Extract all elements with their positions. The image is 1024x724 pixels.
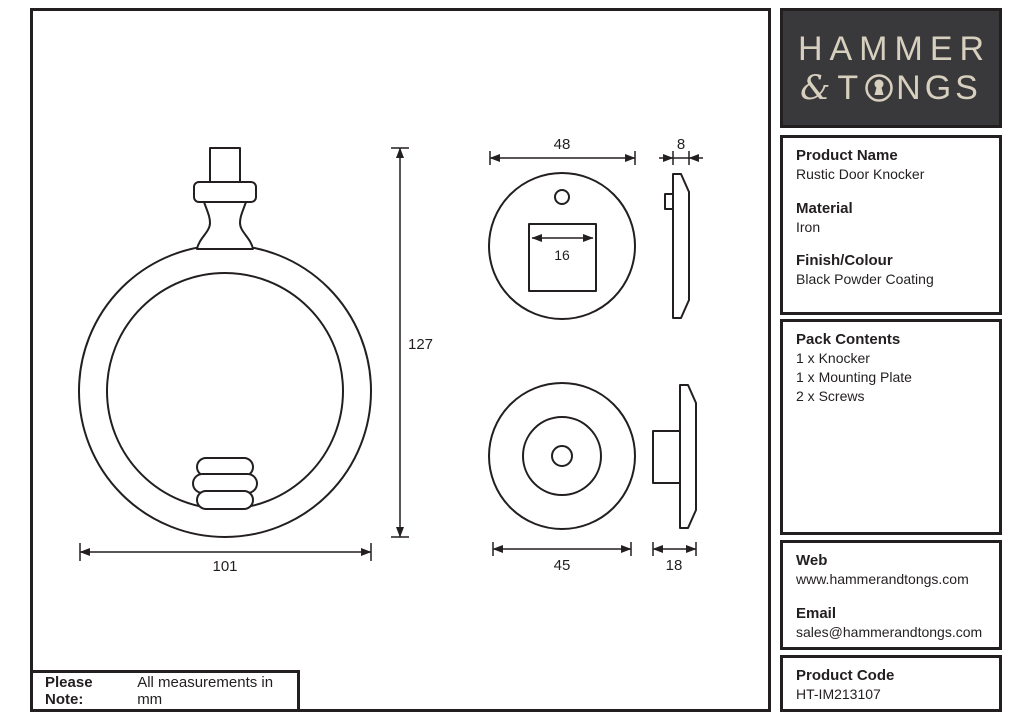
plate-bottom-width-dim-label: 45 bbox=[554, 557, 571, 574]
dim-plate-bottom-width bbox=[492, 542, 632, 556]
brand-name-line2: & T NGS bbox=[800, 71, 982, 105]
mounting-plate-front-view bbox=[488, 172, 636, 320]
product-code-label: Product Code bbox=[796, 667, 895, 684]
knocker-front-view bbox=[78, 147, 372, 538]
product-code-box: Product Code HT-IM213107 bbox=[780, 655, 1002, 712]
email-value: sales@hammerandtongs.com bbox=[796, 623, 983, 640]
measurements-note: Please Note: All measurements in mm bbox=[30, 670, 300, 712]
product-name-label: Product Name bbox=[796, 147, 898, 164]
dim-plate-top-width bbox=[489, 151, 636, 165]
plate-bottom-depth-dim-label: 18 bbox=[666, 557, 683, 574]
backplate-side-view bbox=[652, 384, 697, 529]
knocker-width-dim-label: 101 bbox=[212, 558, 237, 575]
note-label: Please Note: bbox=[45, 674, 93, 708]
product-name-value: Rustic Door Knocker bbox=[796, 166, 925, 182]
finish-value: Black Powder Coating bbox=[796, 271, 934, 287]
email-label: Email bbox=[796, 604, 837, 622]
material-value: Iron bbox=[796, 218, 821, 235]
pack-contents-label: Pack Contents bbox=[796, 331, 901, 348]
brand-logo-box: HAMMER & T NGS bbox=[780, 8, 1002, 128]
plate-top-depth-dim-label: 8 bbox=[677, 136, 685, 153]
dim-plate-top-depth bbox=[659, 151, 703, 165]
square-cutout-dim-label: 16 bbox=[554, 247, 570, 263]
dim-knocker-width bbox=[79, 543, 372, 561]
web-label: Web bbox=[796, 552, 828, 569]
technical-drawing: 127 101 16 48 bbox=[78, 136, 703, 575]
mounting-plate-side-view bbox=[664, 173, 690, 319]
brand-word2-post: NGS bbox=[896, 68, 982, 107]
plate-top-width-dim-label: 48 bbox=[554, 136, 571, 153]
brand-name-line1: HAMMER bbox=[797, 29, 992, 68]
backplate-front-view bbox=[488, 382, 636, 530]
note-text: All measurements in mm bbox=[137, 674, 274, 708]
product-code-value: HT-IM213107 bbox=[796, 686, 881, 702]
pack-contents-box: Pack Contents 1 x Knocker 1 x Mounting P… bbox=[780, 319, 1002, 535]
web-value: www.hammerandtongs.com bbox=[796, 571, 969, 587]
pack-item: 2 x Screws bbox=[796, 388, 865, 404]
keyhole-icon bbox=[862, 73, 896, 103]
product-info-box: Product Name Rustic Door Knocker Materia… bbox=[780, 135, 1002, 315]
pack-item: 1 x Knocker bbox=[796, 350, 870, 366]
pack-item: 1 x Mounting Plate bbox=[796, 369, 912, 385]
brand-ampersand: & bbox=[800, 67, 835, 108]
finish-label: Finish/Colour bbox=[796, 252, 893, 269]
material-label: Material bbox=[796, 199, 853, 217]
dim-knocker-height bbox=[391, 147, 409, 538]
knocker-height-dim-label: 127 bbox=[408, 336, 433, 353]
contact-box: Web www.hammerandtongs.com Email sales@h… bbox=[780, 540, 1002, 650]
brand-word2-pre: T bbox=[837, 68, 863, 107]
dim-plate-bottom-depth bbox=[652, 542, 697, 556]
